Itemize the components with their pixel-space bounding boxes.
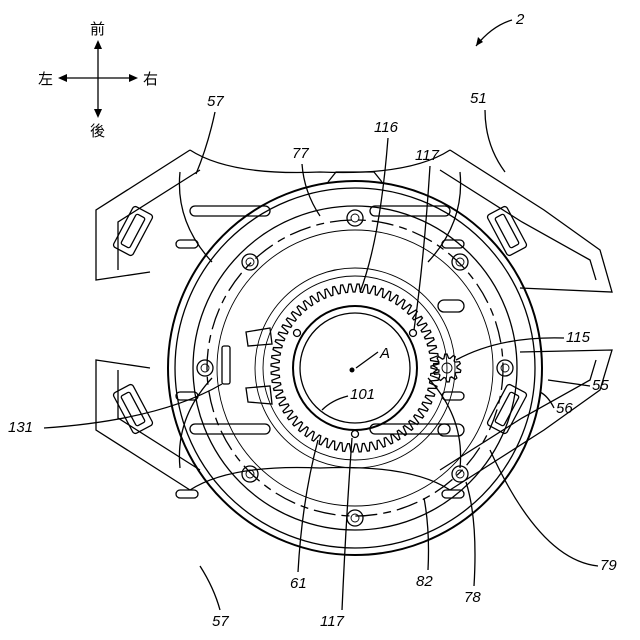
- label-117-top: 117: [415, 147, 440, 164]
- hub-outer: [293, 306, 417, 430]
- label-55: 55: [592, 377, 609, 394]
- label-82: 82: [416, 573, 433, 590]
- label-77: 77: [292, 145, 309, 162]
- label-78: 78: [464, 589, 481, 606]
- direction-rear: 後: [90, 122, 105, 140]
- rotary-disc: [168, 172, 542, 555]
- label-51: 51: [470, 90, 487, 107]
- label-131: 131: [8, 419, 33, 436]
- hub-inner: [300, 313, 410, 423]
- label-115: 115: [566, 329, 591, 346]
- direction-left: 左: [38, 70, 53, 88]
- direction-indicator: 前 後 左 右: [38, 20, 158, 140]
- label-56: 56: [556, 400, 573, 417]
- label-117-bottom: 117: [320, 613, 345, 630]
- direction-right: 右: [143, 70, 158, 88]
- label-A: A: [379, 345, 390, 362]
- ring-gear: [271, 284, 439, 452]
- label-79: 79: [600, 557, 617, 574]
- axis-center: [350, 368, 355, 373]
- label-61: 61: [290, 575, 307, 592]
- label-101: 101: [350, 386, 375, 403]
- figure-number: 2: [515, 11, 525, 28]
- label-116: 116: [374, 119, 399, 136]
- direction-front: 前: [90, 20, 105, 38]
- label-57-top: 57: [207, 93, 224, 110]
- label-57-bottom: 57: [212, 613, 229, 630]
- roller-posts: [197, 210, 513, 526]
